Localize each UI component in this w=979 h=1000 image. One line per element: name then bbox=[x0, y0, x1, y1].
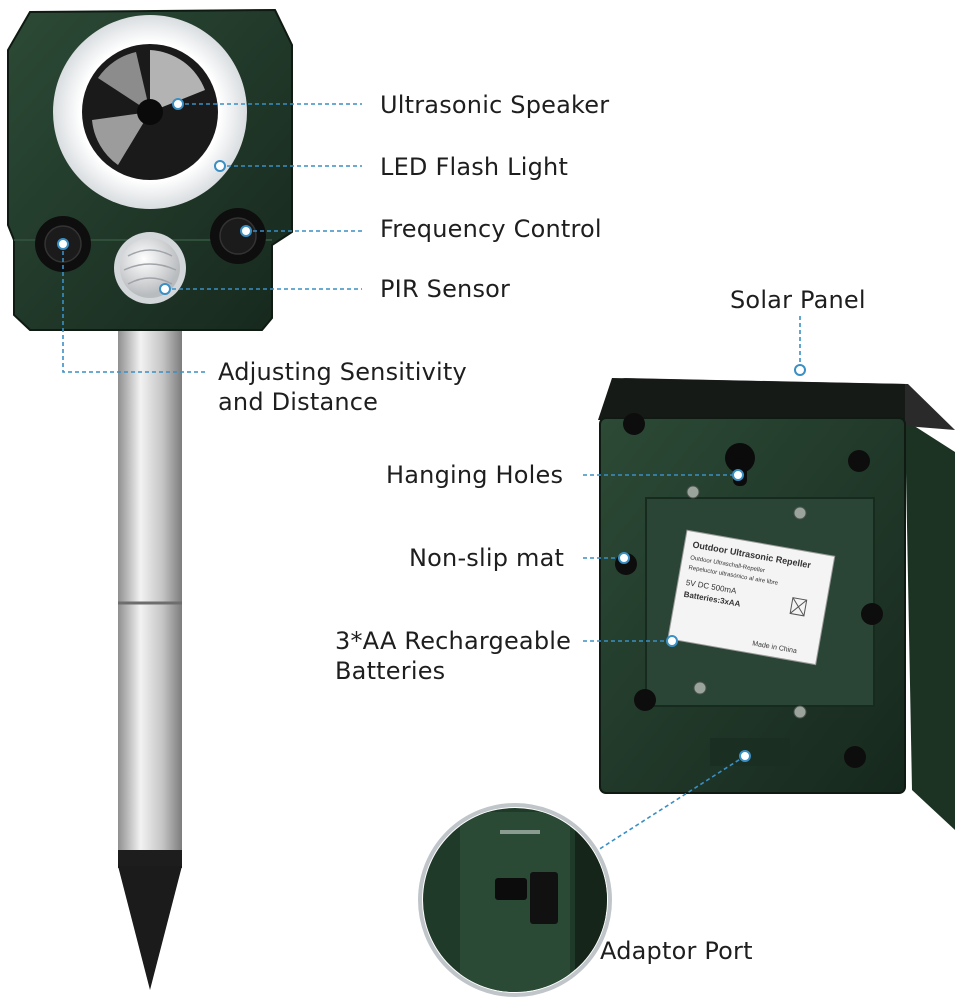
front-unit bbox=[7, 8, 293, 990]
leader-lines bbox=[62, 103, 801, 851]
callout-batteries-line2: Batteries bbox=[335, 657, 446, 685]
frequency-knob bbox=[210, 208, 266, 264]
callout-pir-sensor: PIR Sensor bbox=[380, 275, 511, 303]
callout-ultrasonic-speaker: Ultrasonic Speaker bbox=[380, 91, 610, 119]
callout-led-flash-light: LED Flash Light bbox=[380, 153, 569, 181]
adaptor-port-zoom bbox=[418, 803, 612, 997]
leader-dots bbox=[57, 98, 806, 762]
callout-batteries-line1: 3*AA Rechargeable bbox=[335, 627, 572, 655]
callout-hanging-holes: Hanging Holes bbox=[386, 461, 564, 489]
product-label: Outdoor Ultrasonic Repeller Outdoor Ultr… bbox=[667, 529, 836, 666]
callout-batteries: 3*AA Rechargeable Batteries bbox=[335, 626, 635, 686]
callout-frequency-control: Frequency Control bbox=[380, 215, 602, 243]
callout-non-slip-mat: Non-slip mat bbox=[409, 544, 565, 572]
back-unit: Outdoor Ultrasonic Repeller Outdoor Ultr… bbox=[598, 378, 955, 830]
callout-adaptor-port: Adaptor Port bbox=[600, 937, 753, 965]
callout-solar-panel: Solar Panel bbox=[730, 286, 866, 314]
ultrasonic-speaker bbox=[53, 15, 247, 209]
ground-stake bbox=[118, 330, 182, 865]
usb-port-icon bbox=[495, 878, 527, 900]
plug-cover bbox=[530, 872, 558, 924]
recycle-bin-icon bbox=[789, 597, 808, 617]
callout-adjusting-line1: Adjusting Sensitivity bbox=[218, 358, 467, 386]
callout-adjusting-sensitivity: Adjusting Sensitivity and Distance bbox=[218, 357, 518, 417]
pir-sensor bbox=[114, 232, 186, 304]
stake-tip bbox=[118, 866, 182, 990]
callout-adjusting-line2: and Distance bbox=[218, 388, 379, 416]
